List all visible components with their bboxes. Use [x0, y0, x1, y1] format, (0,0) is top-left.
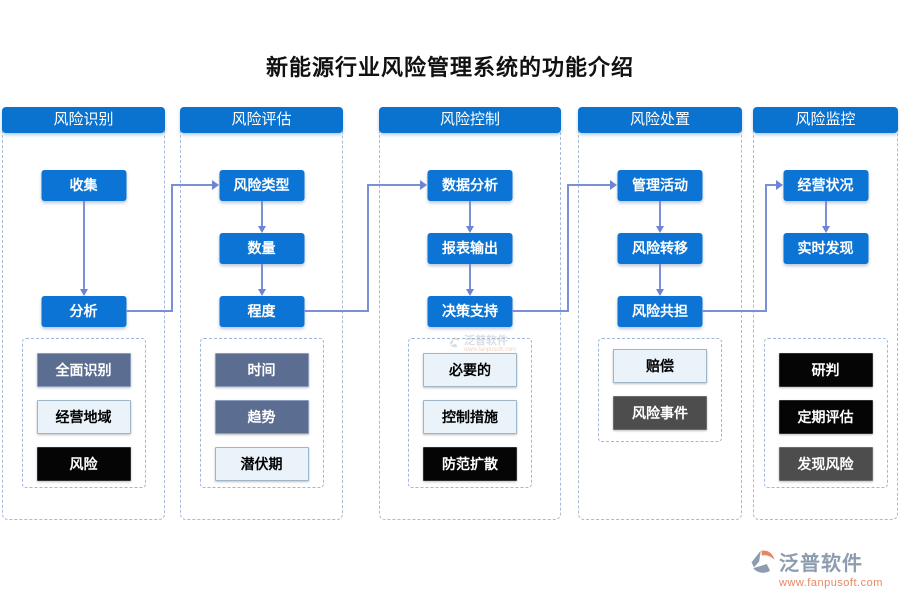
arrow-down-icon: [656, 226, 664, 233]
arrow-line: [260, 264, 263, 289]
arrow-line: [82, 201, 85, 289]
flow-box: 收集: [41, 170, 126, 201]
connector-line: [367, 184, 420, 186]
flow-box: 风险共担: [617, 296, 703, 327]
connector-line: [126, 310, 173, 312]
connector-line: [367, 184, 369, 312]
arrow-line: [824, 201, 827, 226]
flow-box: 决策支持: [427, 296, 513, 327]
arrow-down-icon: [466, 226, 474, 233]
column-header: 风险处置: [578, 107, 742, 133]
flow-box: 实时发现: [783, 233, 868, 264]
tag-box: 赔偿: [613, 349, 707, 383]
column-header: 风险识别: [2, 107, 165, 133]
connector-line: [567, 184, 569, 312]
tag-box: 潜伏期: [214, 447, 309, 481]
tag-box: 风险事件: [613, 396, 707, 430]
arrow-right-icon: [420, 180, 427, 190]
arrow-line: [469, 201, 471, 226]
flow-box: 分析: [41, 296, 126, 327]
arrow-line: [659, 201, 661, 226]
flow-box: 管理活动: [617, 170, 703, 201]
flow-box: 程度: [219, 296, 304, 327]
arrow-right-icon: [776, 180, 783, 190]
arrow-down-icon: [79, 289, 88, 296]
flow-box: 风险类型: [219, 170, 304, 201]
connector-line: [171, 184, 173, 312]
connector-line: [765, 184, 767, 312]
flow-box: 报表输出: [427, 233, 513, 264]
arrow-down-icon: [257, 289, 266, 296]
diagram-title: 新能源行业风险管理系统的功能介绍: [265, 55, 634, 80]
footer-logo: 泛普软件 www.fanpusoft.com: [749, 547, 897, 589]
tag-box: 研判: [778, 353, 873, 387]
connector-line: [304, 310, 369, 312]
footer-brand: 泛普软件: [779, 553, 863, 575]
tag-box: 防范扩散: [423, 447, 517, 481]
tag-group: 必要的 控制措施 防范扩散: [408, 338, 532, 488]
flow-box: 风险转移: [617, 233, 703, 264]
connector-line: [512, 310, 569, 312]
tag-box: 风险: [36, 447, 131, 481]
tag-group: 赔偿 风险事件: [598, 338, 722, 442]
footer-url: www.fanpusoft.com: [779, 577, 883, 589]
arrow-right-icon: [212, 180, 219, 190]
fanpu-logo-icon: [751, 550, 775, 573]
arrow-right-icon: [610, 180, 617, 190]
arrow-line: [469, 264, 471, 289]
flow-box: 数据分析: [427, 170, 513, 201]
tag-box: 控制措施: [423, 400, 517, 434]
connector-line: [765, 184, 776, 186]
connector-line: [567, 184, 610, 186]
column-risk-assessment: 风险评估 风险类型 数量 程度 时间 趋势 潜伏期: [180, 107, 343, 520]
flow-box: 经营状况: [783, 170, 868, 201]
arrow-down-icon: [466, 289, 474, 296]
tag-box: 必要的: [423, 353, 517, 387]
tag-box: 趋势: [214, 400, 309, 434]
column-header: 风险评估: [180, 107, 343, 133]
tag-box: 发现风险: [778, 447, 873, 481]
column-risk-monitoring: 风险监控 经营状况 实时发现 研判 定期评估 发现风险: [753, 107, 898, 520]
arrow-down-icon: [656, 289, 664, 296]
column-header: 风险监控: [753, 107, 898, 133]
tag-group: 时间 趋势 潜伏期: [199, 338, 324, 488]
tag-group: 全面识别 经营地域 风险: [21, 338, 146, 488]
tag-box: 全面识别: [36, 353, 131, 387]
flow-box: 数量: [219, 233, 304, 264]
column-risk-identification: 风险识别 收集 分析 全面识别 经营地域 风险: [2, 107, 165, 520]
column-risk-control: 风险控制 数据分析 报表输出 决策支持 必要的 控制措施 防范扩散: [379, 107, 561, 520]
arrow-down-icon: [257, 226, 266, 233]
arrow-down-icon: [821, 226, 830, 233]
connector-line: [702, 310, 767, 312]
arrow-line: [659, 264, 661, 289]
column-header: 风险控制: [379, 107, 561, 133]
column-risk-disposal: 风险处置 管理活动 风险转移 风险共担 赔偿 风险事件: [578, 107, 742, 520]
connector-line: [171, 184, 212, 186]
tag-box: 时间: [214, 353, 309, 387]
tag-group: 研判 定期评估 发现风险: [763, 338, 888, 488]
tag-box: 定期评估: [778, 400, 873, 434]
arrow-line: [260, 201, 263, 226]
tag-box: 经营地域: [36, 400, 131, 434]
